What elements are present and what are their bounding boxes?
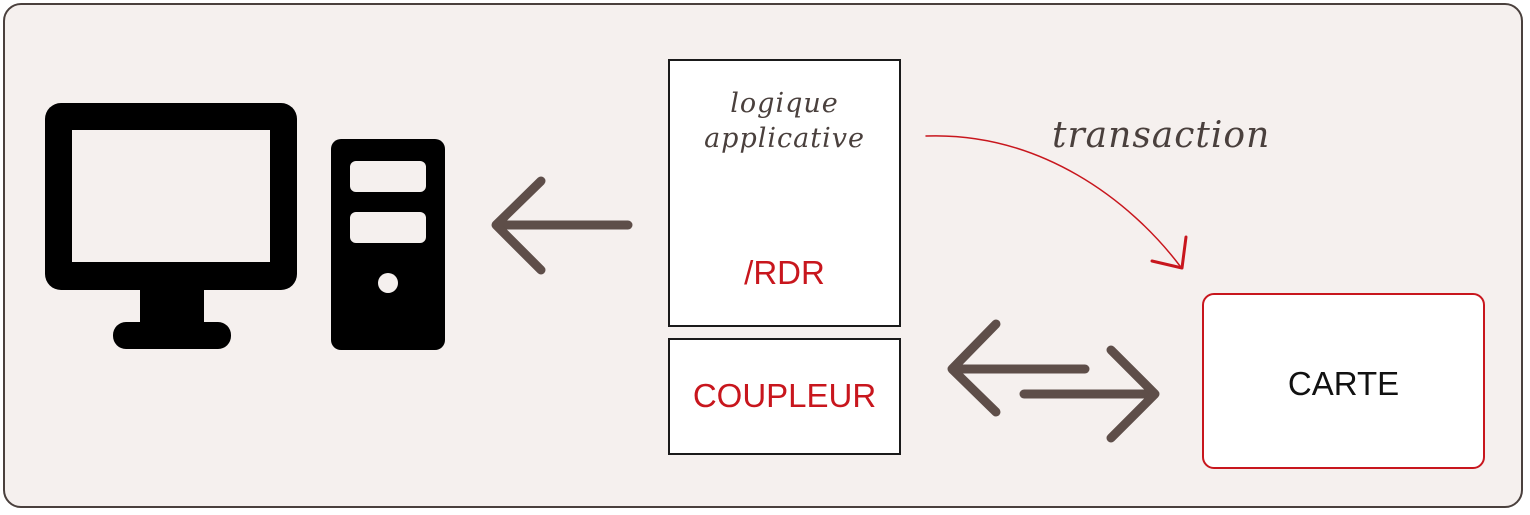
rdr-label: /RDR [744, 254, 825, 291]
carte-box [1202, 293, 1485, 469]
logic-label-line2: applicative [704, 123, 865, 154]
transaction-label: transaction [1052, 115, 1271, 156]
transaction-arrow-icon [925, 135, 1188, 270]
coupleur-box [668, 338, 901, 455]
computer-tower-icon [331, 139, 445, 350]
logic-label: logique applicative [668, 86, 901, 156]
logic-label-line1: logique [730, 88, 839, 119]
bidirectional-arrow-icon [947, 319, 1160, 443]
coupleur-label: COUPLEUR [692, 377, 877, 414]
left-arrow-icon [491, 176, 633, 275]
carte-label: CARTE [1287, 365, 1400, 402]
monitor-icon [45, 103, 297, 349]
rdr-box [668, 59, 901, 327]
